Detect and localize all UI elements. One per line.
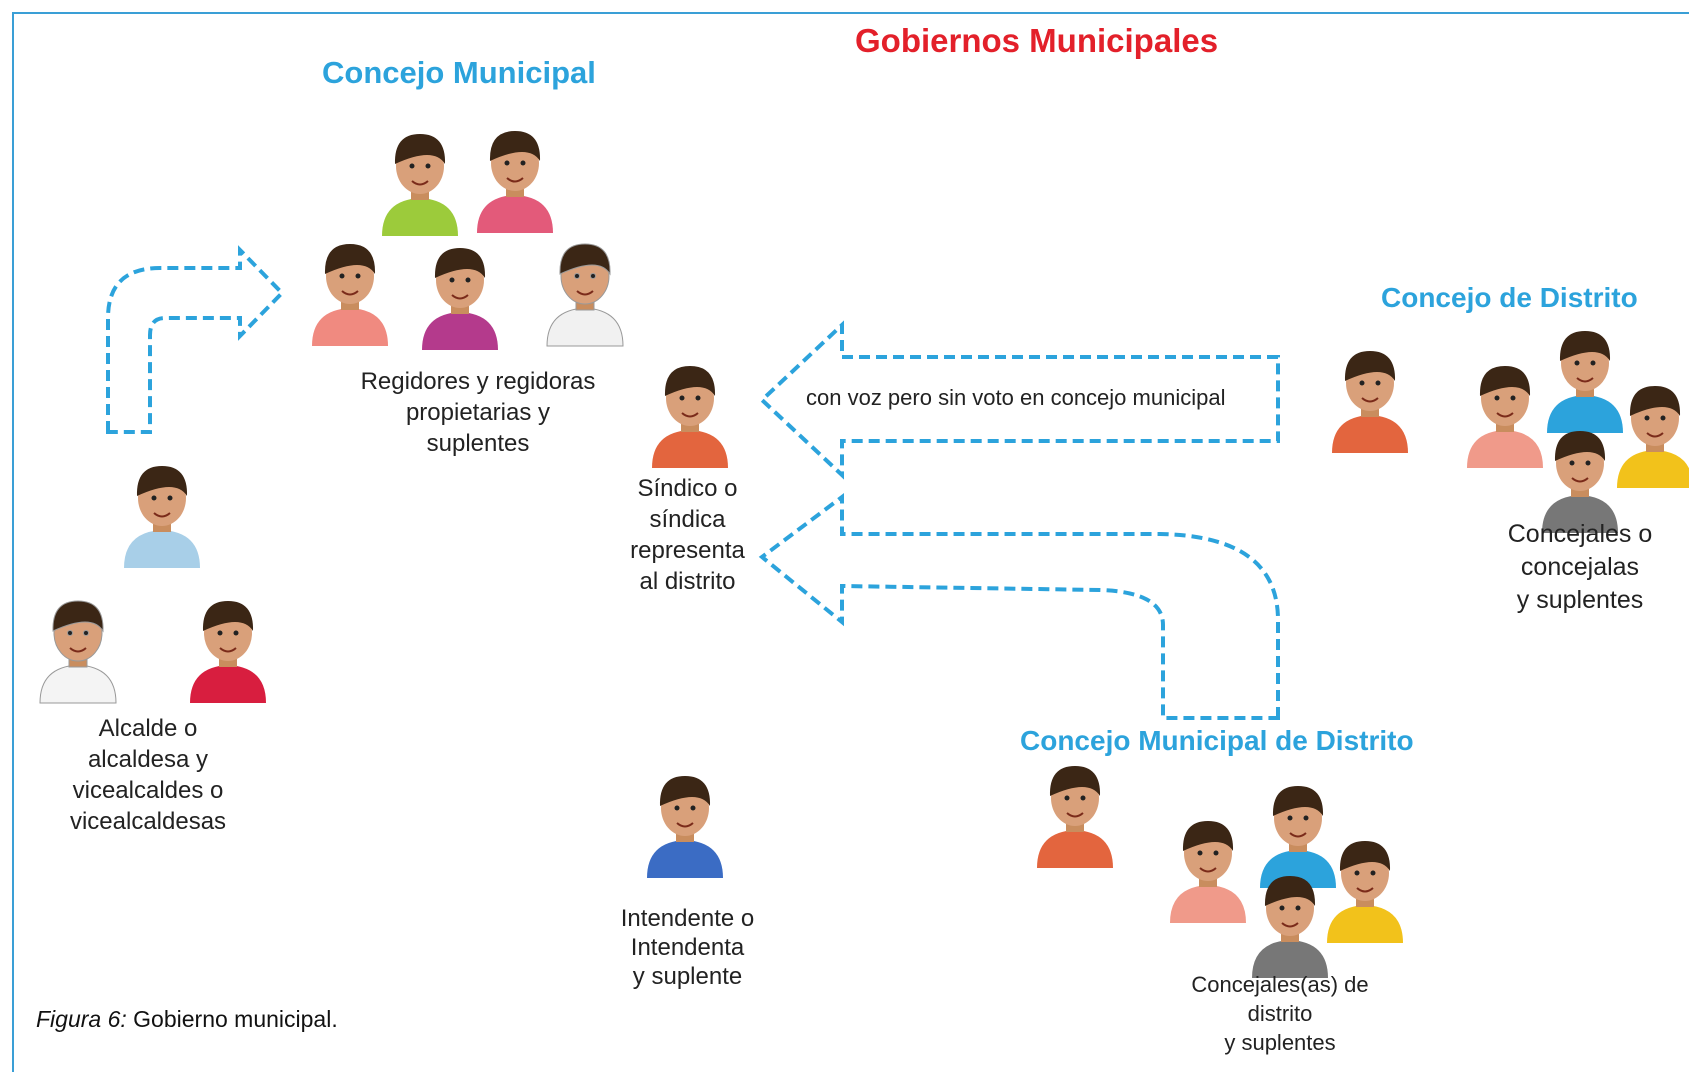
concejala-figure bbox=[1546, 330, 1624, 434]
concejal-figure bbox=[1616, 385, 1689, 489]
arrow-label: con voz pero sin voto en concejo municip… bbox=[806, 385, 1226, 410]
intendenta-figure bbox=[646, 775, 724, 879]
concejo-municipal-heading: Concejo Municipal bbox=[322, 55, 596, 90]
regidora-figure bbox=[546, 243, 624, 347]
concejal-figure bbox=[1251, 875, 1329, 979]
intendente-label: Intendente o Intendenta y suplente bbox=[620, 905, 755, 990]
concejo-municipal-distrito-label: Concejales(as) de distrito y suplentes bbox=[1191, 972, 1369, 1055]
caption-text: Gobierno municipal. bbox=[126, 1006, 338, 1032]
vicealcaldesa-figure bbox=[39, 600, 117, 704]
regidor-figure bbox=[311, 243, 389, 347]
figure-frame bbox=[12, 12, 1689, 1072]
arrow-alcalde-to-concejo bbox=[106, 245, 285, 434]
regidora-figure bbox=[421, 247, 499, 351]
concejal-figure bbox=[1169, 820, 1247, 924]
sindico-label: Síndico o síndica representa al distrito bbox=[630, 475, 745, 595]
regidor-figure bbox=[381, 133, 459, 237]
figure-caption: Figura 6: Gobierno municipal. bbox=[36, 1006, 338, 1033]
figure-number: Figura 6: bbox=[36, 1006, 127, 1032]
vicealcaldesa-figure bbox=[189, 600, 267, 704]
concejala-figure bbox=[1331, 350, 1409, 454]
arrow-municipal-distrito-to-sindico bbox=[758, 493, 1280, 720]
concejala-figure bbox=[1036, 765, 1114, 869]
regidora-figure bbox=[476, 130, 554, 234]
diagram-title: Gobiernos Municipales bbox=[855, 22, 1219, 59]
concejal-figure bbox=[1466, 365, 1544, 469]
arrow-distrito-to-sindico bbox=[759, 320, 1280, 480]
concejo-distrito-label: Concejales o concejalas y suplentes bbox=[1507, 520, 1653, 614]
regidores-label: Regidores y regidoras propietarias y sup… bbox=[360, 368, 596, 457]
concejo-distrito-heading: Concejo de Distrito bbox=[1381, 282, 1638, 313]
alcalde-label: Alcalde o alcaldesa y vicealcaldes o vic… bbox=[69, 715, 227, 835]
concejo-municipal-distrito-heading: Concejo Municipal de Distrito bbox=[1020, 725, 1414, 756]
concejal-figure bbox=[1326, 840, 1404, 944]
alcalde-figure bbox=[123, 465, 201, 569]
sindica-figure bbox=[651, 365, 729, 469]
concejala-figure bbox=[1259, 785, 1337, 889]
